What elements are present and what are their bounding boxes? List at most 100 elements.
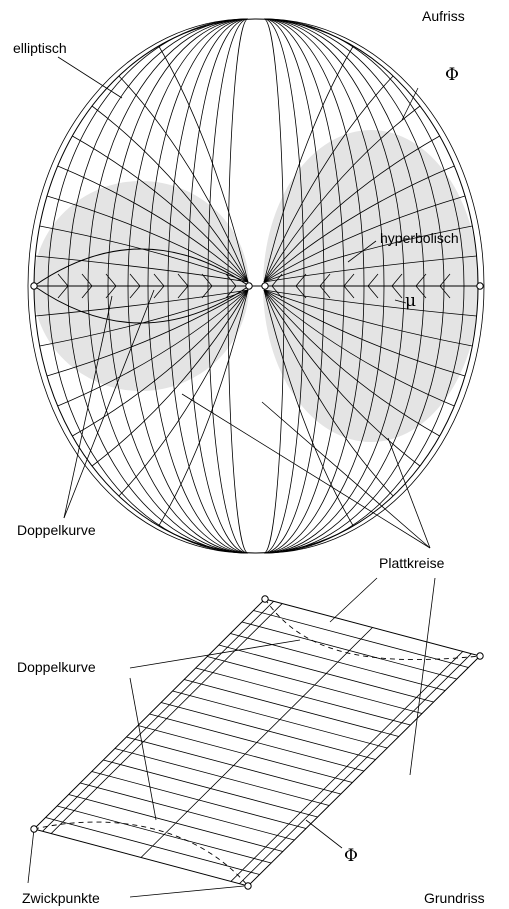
grid-line-long — [239, 653, 472, 885]
leader-line — [63, 295, 113, 519]
leader-line — [57, 56, 123, 99]
axis-chevron-right — [343, 273, 355, 299]
axis-chevron-left — [201, 273, 213, 299]
meridian-arc-right — [263, 18, 445, 554]
parallel-curve-right — [263, 289, 394, 497]
grundriss-grid — [33, 598, 481, 887]
axis-chevron-left — [177, 273, 189, 299]
marked-point — [30, 282, 38, 290]
axis-chevron-right — [271, 273, 283, 299]
zwickpunkte-label: Zwickpunkte — [22, 890, 100, 906]
meridian-arc-right — [263, 18, 485, 554]
marked-point — [245, 282, 253, 290]
doppelkurve-label-bottom: Doppelkurve — [17, 659, 96, 675]
meridian-arc-right — [263, 18, 385, 554]
meridian-arc-left — [107, 18, 249, 554]
plattkreise-label: Plattkreise — [379, 555, 445, 571]
parallel-curve-right — [263, 135, 440, 283]
leader-line — [129, 639, 301, 669]
grid-line-long — [50, 603, 283, 834]
parallel-curve-right — [263, 255, 477, 283]
meridian-arc-left — [147, 18, 249, 554]
leader-line — [63, 289, 155, 519]
marked-point — [261, 595, 269, 603]
grundriss-label: Grundriss — [424, 890, 485, 906]
parallel-curve-left — [158, 289, 249, 527]
parallel-curve-left — [35, 255, 249, 283]
axis-chevron-right — [319, 273, 331, 299]
axis-chevron-right — [439, 273, 451, 299]
parallel-curve-right — [263, 289, 440, 437]
marked-point — [244, 882, 252, 890]
elliptisch-label: elliptisch — [13, 40, 67, 56]
axis-chevron-left — [153, 273, 165, 299]
meridian-arc-left — [167, 18, 249, 554]
double-curve-dashed-top — [264, 598, 481, 661]
marked-point — [261, 282, 269, 290]
leader-line — [27, 828, 35, 884]
phi-symbol-bottom: Φ — [344, 846, 358, 866]
meridian-arc-left — [207, 18, 249, 554]
leader-line — [401, 87, 419, 121]
doppelkurve-label-top: Doppelkurve — [17, 522, 96, 538]
parallel-curve-left — [72, 135, 249, 283]
meridian-arc-left — [27, 18, 249, 554]
aufriss-grid — [27, 18, 485, 554]
axis-chevron-left — [129, 273, 141, 299]
leader-line — [129, 885, 245, 898]
axis-chevron-left — [81, 273, 93, 299]
parallel-curve-right — [263, 165, 455, 283]
parallel-curve-left — [118, 289, 249, 497]
phi-symbol-top: Φ — [445, 65, 459, 85]
leader-line — [347, 240, 377, 263]
leader-line — [329, 577, 378, 623]
parallel-curve-left — [57, 165, 249, 283]
parallel-curve-right — [263, 289, 455, 407]
parallel-curve-right — [263, 225, 473, 283]
meridian-arc-left — [87, 18, 249, 554]
parallel-curve-left — [39, 289, 249, 347]
axis-chevron-left — [105, 273, 117, 299]
meridian-arc-left — [227, 18, 249, 554]
meridian-arc-right — [263, 18, 325, 554]
axis-chevron-right — [367, 273, 379, 299]
leader-line — [387, 437, 431, 549]
leader-line — [305, 819, 343, 849]
leader-line — [129, 677, 157, 821]
parallel-curve-left — [57, 289, 249, 407]
parallel-curve-right — [263, 105, 421, 283]
meridian-arc-right — [263, 18, 365, 554]
grid-line-long — [42, 600, 274, 832]
meridian-arc-right — [263, 18, 465, 554]
leader-line — [261, 401, 431, 549]
grid-line-long — [140, 627, 373, 858]
parallel-curve-right — [263, 75, 394, 283]
meridian-arc-right — [263, 18, 425, 554]
mu-symbol: μ — [405, 291, 416, 311]
grid-line-long — [230, 651, 464, 882]
leader-line — [394, 299, 407, 304]
leader-lines — [27, 56, 436, 898]
meridian-arc-left — [47, 18, 249, 554]
meridian-arc-left — [127, 18, 249, 554]
leader-line — [181, 393, 431, 549]
parallel-curve-right — [263, 289, 477, 317]
meridian-arc-right — [263, 18, 285, 554]
hyperbolisch-label: hyperbolisch — [380, 230, 459, 246]
parallel-curve-right — [263, 289, 473, 347]
parallel-curve-right — [263, 289, 466, 377]
axis-chevron-right — [415, 273, 427, 299]
parallel-curve-left — [72, 289, 249, 437]
axis-chevron-left — [57, 273, 69, 299]
meridian-arc-right — [263, 18, 305, 554]
parallel-curve-right — [263, 289, 354, 527]
parallel-curve-left — [91, 105, 249, 283]
axis-chevron-right — [391, 273, 403, 299]
axis-chevron-left — [225, 273, 237, 299]
marked-point — [476, 652, 484, 660]
parallel-curve-right — [263, 289, 421, 467]
leader-line — [409, 577, 436, 776]
aufriss-label: Aufriss — [422, 8, 465, 24]
parallel-curve-left — [158, 45, 249, 283]
